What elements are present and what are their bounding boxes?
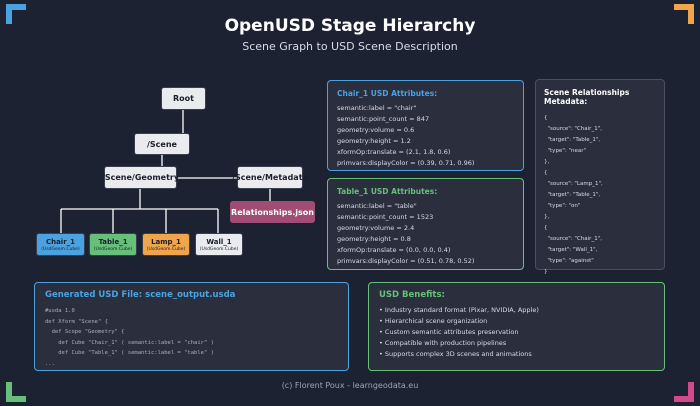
benefit-text: Custom semantic attributes preservation — [384, 328, 519, 336]
chair-attribute: semantic:label = "chair" — [337, 104, 417, 112]
node-lamp[interactable]: Lamp_1 (UsdGeom.Cube) — [142, 233, 190, 256]
benefit-text: Supports complex 3D scenes and animation… — [384, 350, 532, 358]
bullet-icon: • — [379, 317, 385, 325]
chair-attribute: geometry:height = 1.2 — [337, 137, 411, 145]
benefit-item: • Industry standard format (Pixar, NVIDI… — [379, 305, 654, 316]
usd-code-line: def Scope "Geometry" { — [45, 329, 125, 335]
node-scene-geometry[interactable]: /Scene/Geometry — [102, 166, 179, 189]
relationships-line: "source": "Lamp_1", — [544, 181, 603, 187]
generated-usd-file-panel: Generated USD File: scene_output.usda #u… — [34, 282, 349, 371]
node-relationships-json[interactable]: Relationships.json — [230, 201, 315, 223]
benefit-item: • Hierarchical scene organization — [379, 316, 654, 327]
corner-accent-bottom-right — [674, 382, 694, 402]
relationships-line: "type": "near" — [544, 148, 587, 154]
table-attribute: geometry:height = 0.8 — [337, 235, 411, 243]
table-attribute: semantic:label = "table" — [337, 202, 417, 210]
page-title: OpenUSD Stage Hierarchy — [224, 16, 476, 36]
relationships-line: "target": "Table_1", — [544, 137, 601, 143]
benefit-item: • Supports complex 3D scenes and animati… — [379, 349, 654, 360]
relationships-line: { — [544, 170, 548, 176]
node-chair-label: Chair_1 — [45, 238, 76, 246]
table-attributes-panel: Table_1 USD Attributes: semantic:label =… — [327, 178, 524, 270]
relationships-line: "source": "Chair_1", — [544, 126, 602, 132]
relationships-line: "target": "Wall_1", — [544, 247, 598, 253]
benefit-text: Compatible with production pipelines — [384, 339, 507, 347]
node-scene[interactable]: /Scene — [134, 133, 190, 155]
usd-code-line: def Cube "Table_1" ( semantic:label = "t… — [45, 350, 214, 356]
benefit-item: • Compatible with production pipelines — [379, 338, 654, 349]
corner-accent-top-right — [674, 4, 694, 24]
chair-attribute: semantic:point_count = 847 — [337, 115, 430, 123]
footer-credit: (c) Florent Poux - learngeodata.eu — [281, 381, 419, 390]
bullet-icon: • — [379, 306, 385, 314]
usd-code-line: def Xform "Scene" { — [45, 318, 108, 325]
benefit-text: Hierarchical scene organization — [384, 317, 488, 325]
node-lamp-type: (UsdGeom.Cube) — [146, 247, 186, 252]
usd-code-line: #usda 1.0 — [45, 308, 75, 314]
table-attribute: semantic:point_count = 1523 — [337, 213, 434, 221]
relationships-line: "target": "Table_1", — [544, 192, 601, 198]
benefit-text: Industry standard format (Pixar, NVIDIA,… — [384, 306, 539, 314]
node-chair[interactable]: Chair_1 (UsdGeom.Cube) — [36, 233, 85, 256]
usd-benefits-title: USD Benefits: — [379, 290, 445, 300]
relationships-line: "type": "against" — [544, 258, 594, 264]
node-root[interactable]: Root — [161, 87, 206, 110]
chair-attributes-title: Chair_1 USD Attributes: — [337, 89, 438, 98]
node-wall-label: Wall_1 — [206, 238, 232, 246]
usd-code-line: def Cube "Chair_1" ( semantic:label = "c… — [45, 339, 214, 346]
bullet-icon: • — [379, 328, 385, 336]
relationships-line: }, — [544, 159, 550, 165]
corner-accent-bottom-left — [6, 382, 26, 402]
node-table[interactable]: Table_1 (UsdGeom.Cube) — [89, 233, 137, 256]
relationships-line: { — [544, 225, 548, 231]
node-table-label: Table_1 — [98, 238, 128, 246]
chair-attribute: primvars:displayColor = (0.39, 0.71, 0.9… — [337, 159, 475, 167]
table-attribute: primvars:displayColor = (0.51, 0.78, 0.5… — [337, 257, 475, 265]
benefit-item: • Custom semantic attributes preservatio… — [379, 327, 654, 338]
bullet-icon: • — [379, 339, 385, 347]
relationships-line: }, — [544, 214, 550, 220]
table-attribute: xformOp:translate = (0.0, 0.0, 0.4) — [337, 246, 451, 254]
table-attributes-title: Table_1 USD Attributes: — [337, 187, 438, 196]
relationships-metadata-title: Scene Relationships Metadata: — [544, 88, 630, 106]
node-wall[interactable]: Wall_1 (UsdGeom.Cube) — [195, 233, 243, 256]
bullet-icon: • — [379, 350, 385, 358]
node-scene-metadata[interactable]: /Scene/Metadata — [232, 166, 308, 189]
relationships-metadata-panel: Scene Relationships Metadata: { "source"… — [535, 79, 665, 275]
generated-usd-file-title: Generated USD File: scene_output.usda — [45, 290, 236, 300]
table-attribute: geometry:volume = 2.4 — [337, 224, 415, 232]
page-subtitle: Scene Graph to USD Scene Description — [242, 40, 458, 53]
chair-attributes-panel: Chair_1 USD Attributes: semantic:label =… — [327, 80, 524, 171]
node-table-type: (UsdGeom.Cube) — [93, 247, 133, 252]
node-lamp-label: Lamp_1 — [151, 238, 181, 246]
usd-benefits-panel: USD Benefits: • Industry standard format… — [368, 282, 665, 371]
node-wall-type: (UsdGeom.Cube) — [199, 247, 239, 252]
corner-accent-top-left — [6, 4, 26, 24]
relationships-line: "source": "Chair_1", — [544, 236, 602, 242]
relationships-line: "type": "on" — [544, 203, 581, 209]
usd-code-line: ... — [45, 360, 55, 367]
chair-attribute: xformOp:translate = (2.1, 1.8, 0.6) — [337, 148, 451, 156]
relationships-line: { — [544, 115, 548, 121]
node-chair-type: (UsdGeom.Cube) — [41, 247, 80, 252]
relationships-line: } — [544, 269, 548, 275]
chair-attribute: geometry:volume = 0.6 — [337, 126, 415, 134]
